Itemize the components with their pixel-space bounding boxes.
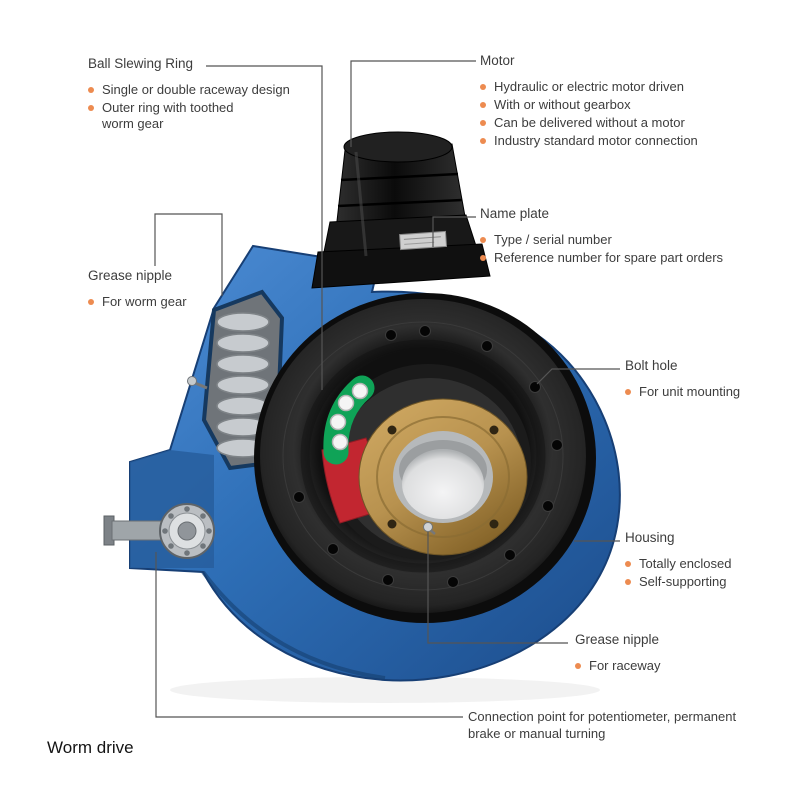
leader-connection-point: [155, 552, 463, 718]
bullet-text: Reference number for spare part orders: [494, 250, 724, 265]
inner-ring-holes: [387, 425, 499, 529]
bullet-text: Industry standard motor connection: [494, 133, 698, 148]
leader-lines: [154, 60, 620, 718]
bullet-text: Outer ring with toothed worm gear: [102, 100, 234, 131]
bullet-list: Totally enclosed Self-supporting: [625, 556, 775, 590]
leader-motor: [350, 60, 476, 147]
bullet-item: Self-supporting: [625, 574, 775, 590]
bullet-item: Single or double raceway design: [88, 82, 303, 98]
bullet-dot-icon: [480, 120, 486, 126]
inner-ring-illustration: [358, 398, 528, 556]
callout-grease-nipple-raceway: Grease nipple For raceway: [575, 632, 725, 676]
callout-bolt-hole: Bolt hole For unit mounting: [625, 358, 780, 402]
bullet-text: Type / serial number: [494, 232, 612, 247]
callout-motor: Motor Hydraulic or electric motor driven…: [480, 53, 760, 151]
callout-heading: Name plate: [480, 206, 550, 221]
callout-name-plate: Name plate Type / serial number Referenc…: [480, 206, 770, 268]
callout-heading: Grease nipple: [575, 632, 660, 647]
grease-nipple-raceway-illustration: [423, 522, 436, 535]
raceway-balls: [329, 382, 369, 451]
ground-shadow: [170, 677, 600, 703]
bearing-balls: [162, 506, 212, 556]
bullet-dot-icon: [88, 105, 94, 111]
callout-heading: Grease nipple: [88, 268, 173, 283]
bullet-dot-icon: [480, 138, 486, 144]
callout-heading: Ball Slewing Ring: [88, 56, 194, 71]
bullet-item: Industry standard motor connection: [480, 133, 760, 149]
grease-nipple-worm-illustration: [187, 376, 208, 390]
leader-grease-nipple-worm: [154, 213, 223, 296]
callout-text: Connection point for potentiometer, perm…: [468, 709, 737, 741]
bullet-text: Self-supporting: [639, 574, 727, 589]
bullet-dot-icon: [625, 389, 631, 395]
bullet-item: Totally enclosed: [625, 556, 775, 572]
bullet-item: Can be delivered without a motor: [480, 115, 760, 131]
leader-grease-nipple-raceway: [427, 532, 568, 644]
bullet-dot-icon: [88, 87, 94, 93]
motor-illustration: [311, 131, 491, 289]
bullet-text: For worm gear: [102, 294, 187, 309]
bullet-list: For raceway: [575, 658, 725, 674]
bullet-text: For raceway: [589, 658, 661, 673]
leader-name-plate: [432, 216, 476, 247]
leader-bolt-hole: [536, 368, 620, 385]
bullet-item: For worm gear: [88, 294, 248, 310]
bullet-dot-icon: [88, 299, 94, 305]
ball-cage-illustration: [323, 375, 375, 465]
bullet-item: For unit mounting: [625, 384, 780, 400]
bullet-list: Single or double raceway design Outer ri…: [88, 82, 303, 132]
bullet-text: With or without gearbox: [494, 97, 631, 112]
bolt-holes: [293, 325, 563, 588]
bullet-dot-icon: [480, 237, 486, 243]
bullet-text: Can be delivered without a motor: [494, 115, 685, 130]
bullet-dot-icon: [480, 102, 486, 108]
diagram-title: Worm drive: [47, 738, 134, 757]
callout-heading: Housing: [625, 530, 675, 545]
bullet-dot-icon: [480, 255, 486, 261]
callout-grease-nipple-worm: Grease nipple For worm gear: [88, 268, 248, 312]
bullet-item: Hydraulic or electric motor driven: [480, 79, 760, 95]
bullet-list: For worm gear: [88, 294, 248, 310]
bullet-item: For raceway: [575, 658, 725, 674]
drive-shaft-illustration: [103, 503, 215, 559]
bullet-list: Hydraulic or electric motor driven With …: [480, 79, 760, 149]
bullet-text: Hydraulic or electric motor driven: [494, 79, 685, 94]
bullet-list: For unit mounting: [625, 384, 780, 400]
callout-connection-point: Connection point for potentiometer, perm…: [468, 708, 768, 742]
bullet-list: Type / serial number Reference number fo…: [480, 232, 770, 266]
bullet-dot-icon: [575, 663, 581, 669]
bullet-dot-icon: [625, 561, 631, 567]
callout-heading: Motor: [480, 53, 515, 68]
bullet-text: Totally enclosed: [639, 556, 732, 571]
callout-ball-slewing-ring: Ball Slewing Ring Single or double racew…: [88, 56, 303, 134]
leader-ball-slewing-ring: [206, 65, 323, 390]
bullet-item: Reference number for spare part orders: [480, 250, 770, 266]
bullet-text: Single or double raceway design: [102, 82, 290, 97]
bullet-item: Type / serial number: [480, 232, 770, 248]
bullet-dot-icon: [480, 84, 486, 90]
callout-heading: Bolt hole: [625, 358, 678, 373]
bullet-text: For unit mounting: [639, 384, 741, 399]
callout-housing: Housing Totally enclosed Self-supporting: [625, 530, 775, 592]
bullet-dot-icon: [625, 579, 631, 585]
bullet-item: Outer ring with toothed worm gear: [88, 100, 303, 132]
bullet-item: With or without gearbox: [480, 97, 760, 113]
name-plate-illustration: [399, 230, 448, 251]
